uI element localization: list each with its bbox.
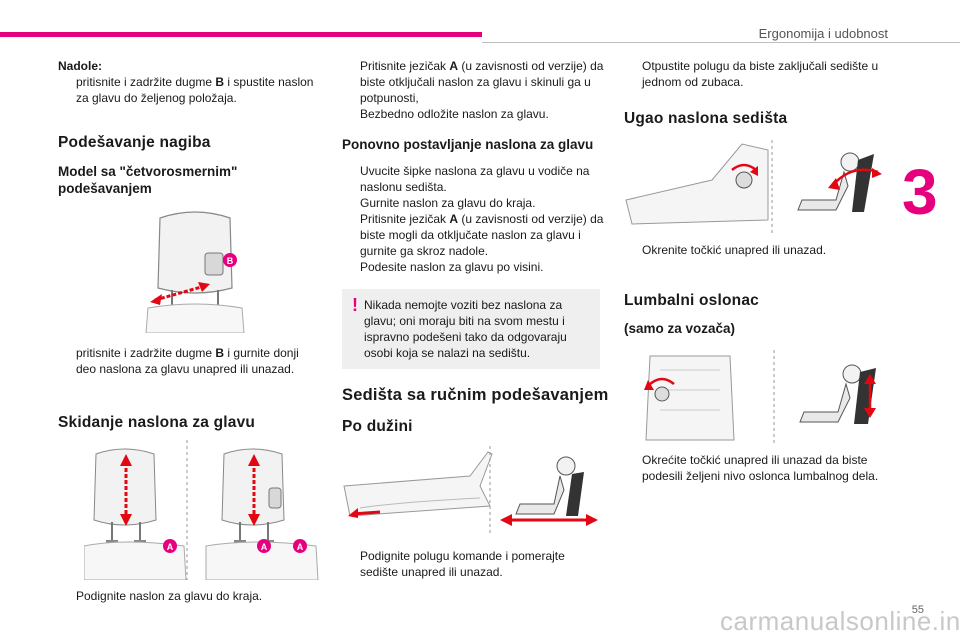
- release-bullet: Otpustite polugu da biste zaključali sed…: [642, 59, 879, 89]
- heading-po-duzini: Po dužini: [342, 418, 413, 435]
- heading-podesavanje-nagiba: Podešavanje nagiba: [58, 134, 211, 151]
- chapter-number: 3: [902, 156, 938, 228]
- headrest-tilt-figure: B: [145, 211, 245, 333]
- duzina-bullet: Podignite polugu komande i pomerajte sed…: [360, 549, 565, 579]
- nagib-bullet: pritisnite i zadržite dugme B i gurnite …: [76, 346, 299, 376]
- headrest-removal-figure: A A A: [84, 440, 319, 580]
- heading-ponovno-postavljanje: Ponovno postavljanje naslona za glavu: [342, 137, 594, 152]
- heading-skidanje-naslona: Skidanje naslona za glavu: [58, 414, 256, 431]
- section-title: Ergonomija i udobnost: [758, 26, 888, 41]
- reinstall-bullet-4: Podesite naslon za glavu po visini.: [360, 260, 544, 274]
- page-number: 55: [911, 604, 924, 616]
- fig-label-a-1: A: [167, 542, 174, 552]
- seat-longitudinal-figure: [343, 446, 598, 536]
- warning-icon: !: [352, 295, 358, 315]
- reinstall-steps: Uvucite šipke naslona za glavu u vodiče …: [342, 163, 604, 275]
- backrest-angle-figure: [625, 140, 882, 234]
- top-accent-bar: [0, 32, 482, 37]
- heading-samo-za-vozaca: (samo za vozača): [624, 321, 736, 336]
- removal-steps: Pritisnite jezičak A (u zavisnosti od ve…: [342, 58, 604, 122]
- reinstall-bullet-2: Gurnite naslon za glavu do kraja.: [360, 196, 536, 210]
- heading-lumbalni-oslonac: Lumbalni oslonac: [624, 292, 759, 309]
- removal-bullet-2: Bezbedno odložite naslon za glavu.: [360, 107, 549, 121]
- removal-bullet-1: Pritisnite jezičak A (u zavisnosti od ve…: [360, 59, 604, 105]
- heading-ugao-naslona: Ugao naslona sedišta: [624, 110, 788, 127]
- reinstall-bullet-3: Pritisnite jezičak A (u zavisnosti od ve…: [360, 212, 604, 258]
- fig-label-a-2: A: [261, 542, 268, 552]
- heading-sedista-rucno: Sedišta sa ručnim podešavanjem: [342, 386, 609, 404]
- lumbalni-block: Okrećite točkić unapred ili unazad da bi…: [624, 452, 886, 484]
- warning-box: ! Nikada nemojte voziti bez naslona za g…: [342, 289, 600, 369]
- fig-label-a-3: A: [297, 542, 304, 552]
- ugao-bullet: Okrenite točkić unapred ili unazad.: [642, 243, 827, 257]
- nadole-heading: Nadole:: [58, 59, 103, 73]
- ugao-block: Okrenite točkić unapred ili unazad.: [624, 242, 886, 258]
- lumbar-support-figure: [644, 350, 876, 446]
- section-divider: [482, 42, 960, 43]
- skidanje-bullet: Podignite naslon za glavu do kraja.: [76, 589, 263, 603]
- heading-model-cetvorosmerni: Model sa "četvorosmernim" podešavanjem: [58, 164, 238, 196]
- lumbalni-bullet: Okrećite točkić unapred ili unazad da bi…: [642, 453, 879, 483]
- nadole-block: Nadole: pritisnite i zadržite dugme B i …: [58, 58, 320, 106]
- release-block: Otpustite polugu da biste zaključali sed…: [624, 58, 886, 90]
- watermark-logo: carmanualsonline.info: [720, 606, 960, 636]
- fig-label-b: B: [227, 256, 234, 266]
- nagib-block: pritisnite i zadržite dugme B i gurnite …: [58, 345, 320, 377]
- skidanje-block: Podignite naslon za glavu do kraja.: [58, 588, 320, 604]
- nadole-bullet: pritisnite i zadržite dugme B i spustite…: [76, 75, 314, 105]
- reinstall-bullet-1: Uvucite šipke naslona za glavu u vodiče …: [360, 164, 590, 194]
- warning-text: Nikada nemojte voziti bez naslona za gla…: [364, 298, 567, 360]
- duzina-block: Podignite polugu komande i pomerajte sed…: [342, 548, 604, 580]
